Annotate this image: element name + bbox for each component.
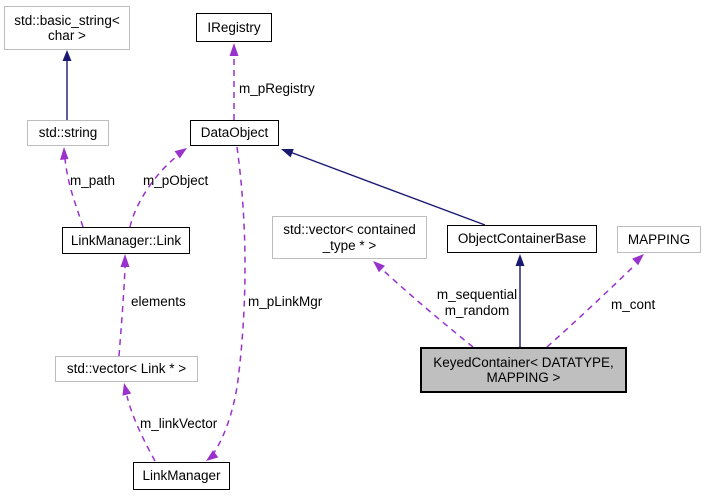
node-std-basic-string: std::basic_string< char > [4,6,130,50]
arrowhead-dataobject-usage [174,148,187,159]
inheritance-edges [66,60,521,347]
node-label: MAPPING > [486,370,561,385]
node-mapping: MAPPING [617,226,701,253]
edge-label-m-pregistry: m_pRegistry [239,81,315,96]
arrowhead-basicstring [62,50,72,61]
edge-label-m-sequential-random: m_sequential m_random [425,287,529,318]
arrowhead-linkmanagerlink [120,254,130,267]
arrowhead-iregistry [229,43,239,56]
edge-m-plinkmgr [209,146,246,459]
node-label: MAPPING [627,231,691,247]
arrowhead-stdstring [60,147,69,160]
edge-m-linkvector [126,395,156,462]
node-label: _type * > [322,237,377,253]
edge-label-m-cont: m_cont [611,297,656,312]
node-label: IRegistry [207,19,261,35]
node-label: std::string [38,125,98,141]
usage-edges [64,56,635,462]
edge-label-line: m_sequential [436,287,518,302]
node-label: DataObject [200,125,269,141]
node-label: ObjectContainerBase [457,231,587,247]
edge-elements [118,266,126,357]
node-iregistry[interactable]: IRegistry [196,13,272,42]
edge-label-m-linkvector: m_linkVector [140,416,218,431]
edge-label-m-plinkmgr: m_pLinkMgr [248,294,323,309]
node-label: std::vector< contained [283,222,416,237]
node-objectcontainerbase[interactable]: ObjectContainerBase [447,225,597,253]
node-std-vector-link: std::vector< Link * > [55,356,198,382]
edge-label-m-pobject: m_pObject [143,173,209,188]
arrowhead-ocb [515,254,525,266]
usage-arrowheads [60,43,644,461]
arrowhead-vectorcontained [373,261,385,273]
edge-label-line: m_random [444,302,510,318]
node-label: LinkManager [142,468,221,484]
node-dataobject[interactable]: DataObject [190,120,279,146]
inheritance-arrowheads [62,50,525,266]
arrowhead-linkmanager [206,450,219,461]
node-label: KeyedContainer< DATATYPE, [433,354,614,370]
node-keyedcontainer-focus: KeyedContainer< DATATYPE, MAPPING > [420,347,627,393]
node-label: std::basic_string< [14,12,120,28]
edge-ocb-inherits-dataobject [289,151,486,226]
edge-label-m-path: m_path [70,173,116,188]
node-std-vector-contained-type: std::vector< contained _type * > [272,216,427,259]
arrowhead-dataobject-inherit [281,149,294,158]
arrowhead-mapping [632,254,644,266]
edge-m-path [64,158,84,228]
edge-m-cont [546,265,635,348]
node-label: std::vector< Link * > [66,361,187,377]
node-label: char > [48,28,86,43]
node-linkmanager-link[interactable]: LinkManager::Link [62,227,190,254]
node-std-string: std::string [27,120,109,146]
edge-m-pobject [129,153,181,228]
node-label: LinkManager::Link [70,232,182,248]
node-linkmanager[interactable]: LinkManager [133,462,230,490]
edge-label-elements: elements [131,294,186,309]
edge-m-sequential-random [383,270,474,348]
arrowhead-vectorlink [122,383,132,396]
